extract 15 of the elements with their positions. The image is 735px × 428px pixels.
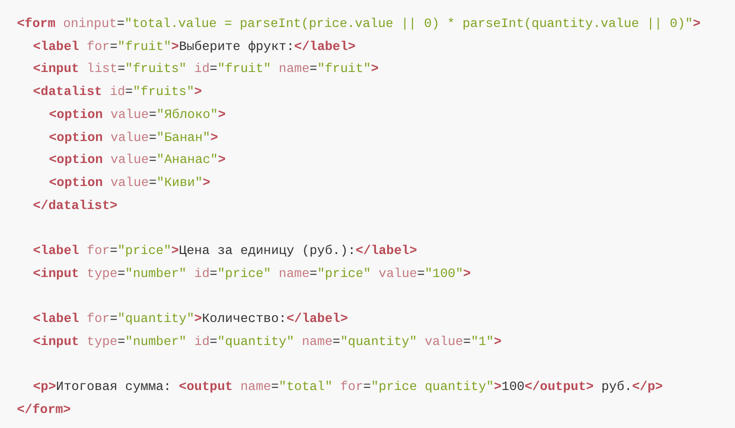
- code-line: <input type="number" id="quantity" name="quantity" value="1">: [33, 332, 502, 351]
- code-line: </datalist>: [33, 196, 118, 215]
- code-line: <label for="price">Цена за единицу (руб.):</label>: [33, 242, 418, 260]
- code-line: <datalist id="fruits">: [33, 83, 202, 102]
- code-line: <option value="Ананас">: [49, 151, 226, 170]
- code-line: <input type="number" id="price" name="price" value="100">: [33, 264, 471, 283]
- code-line: </form>: [17, 400, 71, 419]
- code-line: <p>Итоговая сумма: <output name="total" for="price quantity">100</output> руб.</p>: [33, 378, 663, 396]
- code-line: <label for="fruit">Выберите фрукт:</label>: [33, 38, 356, 56]
- code-line: <form oninput="total.value = parseInt(price.value || 0) * parseInt(quantity.value || 0)">: [17, 15, 701, 33]
- code-line: <option value="Банан">: [49, 128, 218, 146]
- code-line: <input list="fruits" id="fruit" name="fruit">: [33, 60, 379, 78]
- code-line: <label for="quantity">Количество:</label>: [33, 310, 348, 328]
- code-line: <option value="Яблоко">: [49, 106, 226, 124]
- code-line: <option value="Киви">: [49, 174, 210, 192]
